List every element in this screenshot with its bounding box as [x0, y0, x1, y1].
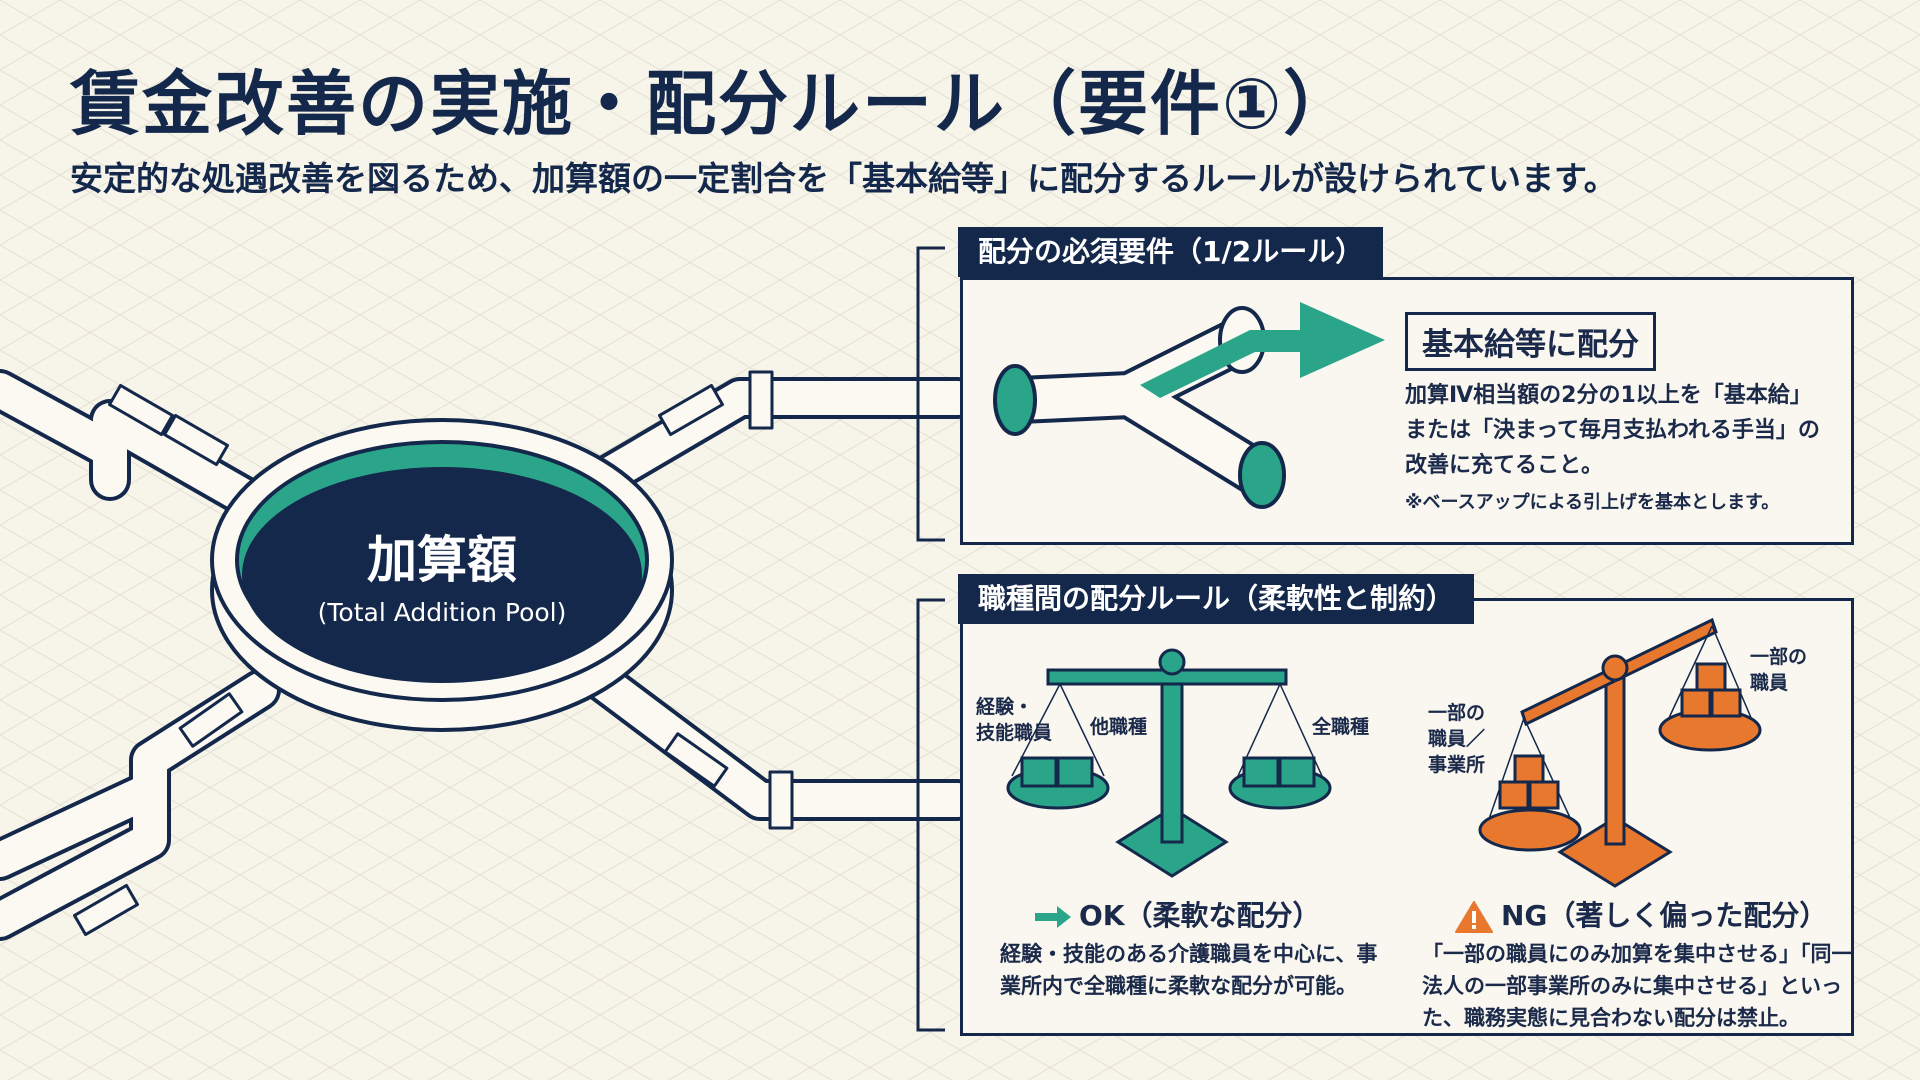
target-label: 基本給等に配分: [1405, 312, 1656, 371]
ng-right-line-1: 一部の: [1750, 646, 1808, 668]
ok-middle-label: 他職種: [1090, 716, 1148, 738]
ng-left-label: 一部の 職員／ 事業所: [1428, 700, 1485, 778]
page-title: 賃金改善の実施・配分ルール（要件①）: [70, 63, 1356, 145]
ng-right-label: 一部の 職員: [1750, 644, 1807, 696]
ok-left-line-1: 経験・: [976, 696, 1034, 718]
required-rule-text: 加算Ⅳ相当額の2分の1以上を「基本給」 または「決まって毎月支払われる手当」の …: [1405, 378, 1820, 483]
ng-left-line-1: 一部の: [1428, 702, 1486, 724]
ok-right-label: 全職種: [1312, 716, 1370, 738]
warning-icon: [1455, 901, 1493, 933]
ok-left-line-2: 技能職員: [976, 722, 1053, 744]
ng-description: 「一部の職員にのみ加算を集中させる」「同一 法人の一部事業所のみに集中させる」と…: [1422, 938, 1853, 1034]
ng-line-1: 「一部の職員にのみ加算を集中させる」「同一: [1422, 942, 1853, 966]
pool-label: 加算額 (Total Addition Pool): [232, 520, 652, 627]
required-line-1: 加算Ⅳ相当額の2分の1以上を「基本給」: [1405, 383, 1812, 408]
pool-title: 加算額: [367, 531, 517, 589]
required-rule-note: ※ベースアップによる引上げを基本とします。: [1405, 492, 1780, 513]
pool-subtitle: (Total Addition Pool): [317, 598, 567, 627]
ok-heading-text: OK（柔軟な配分）: [1079, 899, 1321, 932]
ng-line-2: 法人の一部事業所のみに集中させる」といっ: [1422, 974, 1842, 998]
required-line-2: または「決まって毎月支払われる手当」の: [1405, 418, 1820, 443]
ok-left-label: 経験・ 技能職員: [976, 694, 1052, 746]
page-subtitle: 安定的な処遇改善を図るため、加算額の一定割合を「基本給等」に配分するルールが設け…: [70, 159, 1617, 198]
required-line-3: 改善に充てること。: [1405, 453, 1604, 478]
ng-right-line-2: 職員: [1750, 672, 1789, 694]
ng-heading: NG（著しく偏った配分）: [1455, 894, 1827, 934]
arrow-right-icon: [1035, 906, 1071, 928]
ok-description: 経験・技能のある介護職員を中心に、事 業所内で全職種に柔軟な配分が可能。: [1000, 938, 1377, 1002]
ng-left-line-2: 職員／: [1428, 728, 1486, 750]
ok-line-2: 業所内で全職種に柔軟な配分が可能。: [1000, 974, 1357, 998]
ng-line-3: た、職務実態に見合わない配分は禁止。: [1422, 1006, 1800, 1030]
job-allocation-tab: 職種間の配分ルール（柔軟性と制約）: [958, 574, 1475, 624]
ng-left-line-3: 事業所: [1428, 754, 1486, 776]
ok-heading: OK（柔軟な配分）: [1035, 894, 1321, 934]
required-rule-tab: 配分の必須要件（1/2ルール）: [958, 227, 1384, 277]
ok-line-1: 経験・技能のある介護職員を中心に、事: [1000, 942, 1378, 966]
ng-heading-text: NG（著しく偏った配分）: [1501, 899, 1828, 932]
